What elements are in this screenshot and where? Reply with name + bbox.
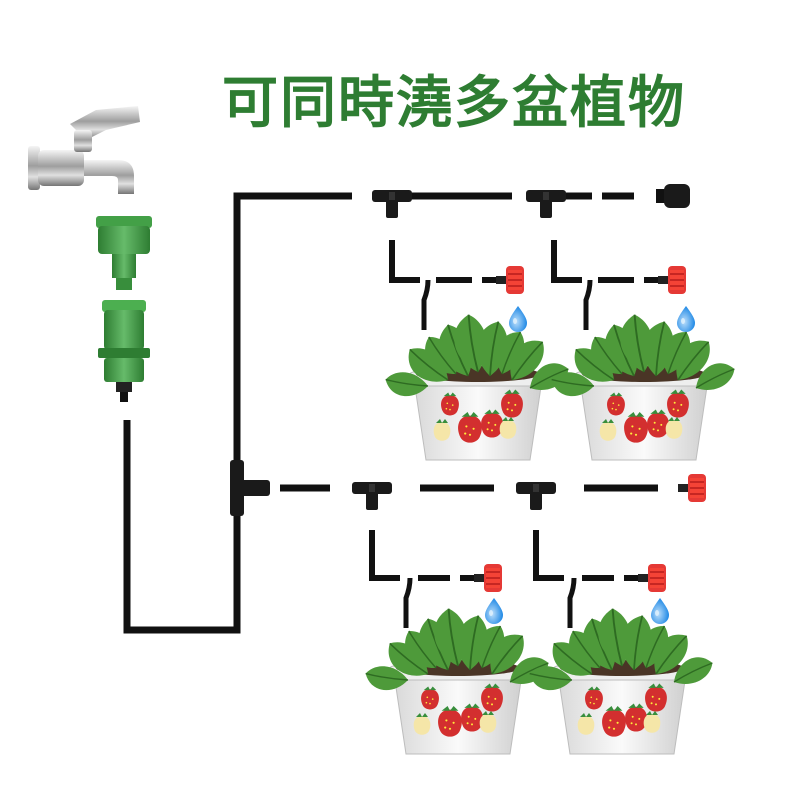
water-drop-icon: [677, 306, 695, 332]
strawberry-pot-icon: [362, 608, 552, 754]
hose-adapter-icon: [96, 216, 152, 290]
dripper-icon: [677, 473, 707, 503]
dripper-group: [403, 265, 687, 628]
strawberry-pot-icon: [382, 314, 572, 460]
water-drop-icon: [509, 306, 527, 332]
end-plug-icon: [656, 184, 690, 208]
dripper-icon: [657, 265, 687, 295]
faucet-icon: [28, 106, 140, 194]
tee-connector-icon: [230, 460, 270, 516]
tee-connector-icon: [516, 482, 556, 510]
water-drop-icon: [651, 598, 669, 624]
strawberry-pot-icon: [548, 314, 738, 460]
strawberry-pot-icon: [526, 608, 716, 754]
tee-connector-icon: [372, 190, 412, 218]
tee-connector-icon: [352, 482, 392, 510]
dripper-icon: [495, 265, 525, 295]
tee-connector-icon: [526, 190, 566, 218]
water-drop-icon: [485, 598, 503, 624]
branch-tube: [369, 240, 658, 581]
quick-connector-icon: [98, 300, 150, 402]
page-title: 可同時澆多盆植物: [222, 71, 686, 136]
dripper-icon: [473, 563, 503, 593]
dripper-icon: [637, 563, 667, 593]
